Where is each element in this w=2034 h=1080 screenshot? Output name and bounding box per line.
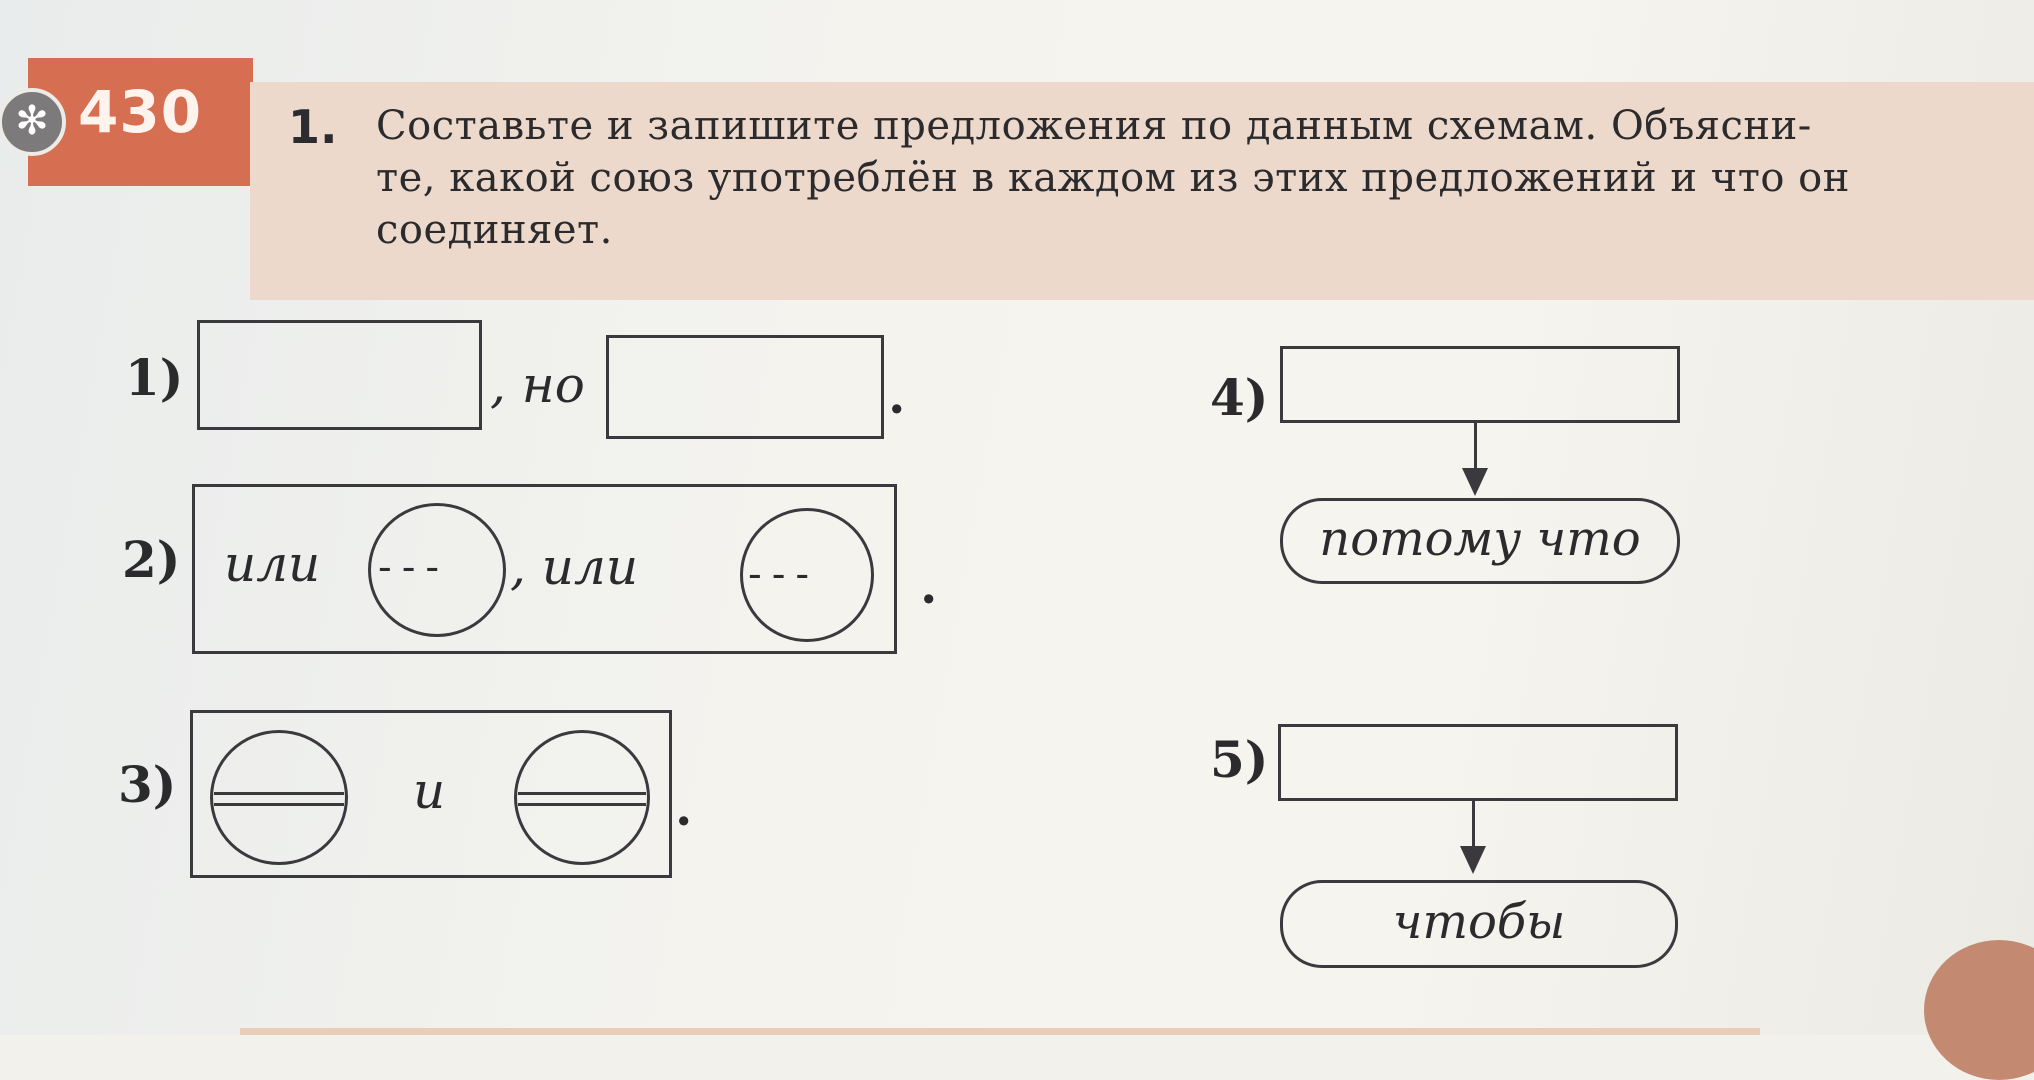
scheme-3-double-underline-2 <box>518 792 646 806</box>
scheme-3-frame <box>190 710 672 878</box>
task-text: Составьте и запишите предложения по данн… <box>376 103 1850 253</box>
scheme-2-predicate-circle-2 <box>740 508 874 642</box>
scheme-2-dashed-underline-2: --- <box>748 552 820 596</box>
scheme-4-subordinate-clause: потому что <box>1280 498 1680 584</box>
scheme-3-double-underline-1 <box>214 792 344 806</box>
scheme-3-label: 3) <box>118 755 177 814</box>
arrow-down-icon <box>1462 468 1488 496</box>
star-badge-icon: ✻ <box>0 88 66 156</box>
scheme-2-conjunction-1: или <box>224 535 321 593</box>
scheme-1-period: . <box>888 366 906 425</box>
scheme-4-label: 4) <box>1210 368 1269 427</box>
scheme-2-dashed-underline-1: --- <box>378 545 450 589</box>
scheme-1-clause-box-2 <box>606 335 884 439</box>
task-band <box>250 82 2034 300</box>
scheme-4-arrow-line <box>1474 423 1477 483</box>
arrow-down-icon <box>1460 846 1486 874</box>
scheme-5-label: 5) <box>1210 730 1269 789</box>
scheme-2-frame <box>192 484 897 654</box>
finger-photo-edge <box>1924 940 2034 1080</box>
scheme-2-conjunction-2: , или <box>510 538 639 596</box>
scheme-3-conjunction: и <box>413 762 446 820</box>
scheme-5-subordinate-clause: чтобы <box>1280 880 1678 968</box>
scheme-3-predicate-circle-1 <box>210 730 348 865</box>
scheme-2-predicate-circle-1 <box>368 503 506 637</box>
exercise-number: 430 <box>78 78 203 146</box>
scheme-1-conjunction: , но <box>490 356 585 414</box>
scheme-2-label: 2) <box>122 530 181 589</box>
scheme-1-label: 1) <box>125 348 184 407</box>
scheme-5-arrow-line <box>1472 801 1475 861</box>
scheme-3-predicate-circle-2 <box>514 730 650 865</box>
task-number: 1. <box>288 100 338 154</box>
scheme-3-period: . <box>675 778 693 837</box>
scheme-1-clause-box-1 <box>197 320 482 430</box>
scheme-4-main-clause-box <box>1280 346 1680 423</box>
scheme-5-main-clause-box <box>1278 724 1678 801</box>
page-bottom-strip <box>240 1028 1760 1035</box>
scheme-2-period: . <box>920 556 938 615</box>
